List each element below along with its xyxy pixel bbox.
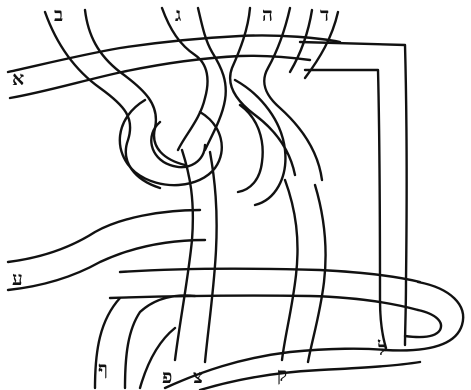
band-ayin-upper-edge — [8, 210, 200, 262]
band-bottom-left-lower-edge — [125, 296, 195, 388]
label-dalet: ד — [320, 6, 329, 25]
label-final-pe: ף — [98, 360, 108, 379]
band-bottom-loop-outer — [385, 282, 463, 350]
band-right-loop-inner — [305, 70, 386, 348]
band-ayin-lower-edge — [8, 240, 205, 290]
label-ayin: ע — [12, 270, 23, 289]
label-alef: א — [12, 70, 24, 89]
band-he-right-edge — [264, 8, 322, 180]
knot-left-lobe-inner — [151, 122, 205, 167]
label-bet: ב — [54, 6, 63, 25]
band-bottom-loop-inner — [405, 310, 441, 337]
band-bottom-sweep-lower-edge — [200, 362, 420, 390]
band-center-left-edge — [175, 150, 193, 360]
label-qof: ק — [277, 366, 287, 385]
label-gimel: ג — [175, 6, 181, 25]
band-center-right-edge — [205, 152, 217, 362]
band-gimel-left-edge — [162, 8, 208, 150]
band-right-descend-right-edge — [308, 185, 326, 362]
label-lamed: ל — [378, 340, 387, 359]
label-pe: פ — [162, 368, 172, 387]
band-gimel-right-edge — [198, 8, 226, 150]
band-horizontal-lower-edge — [110, 296, 418, 310]
label-he: ה — [262, 6, 273, 25]
knot-right-lobe-outer — [235, 80, 285, 205]
band-horizontal-upper-edge — [120, 269, 420, 282]
label-tsadi: צ — [193, 368, 203, 387]
knot-left-lobe-outer — [120, 100, 222, 185]
